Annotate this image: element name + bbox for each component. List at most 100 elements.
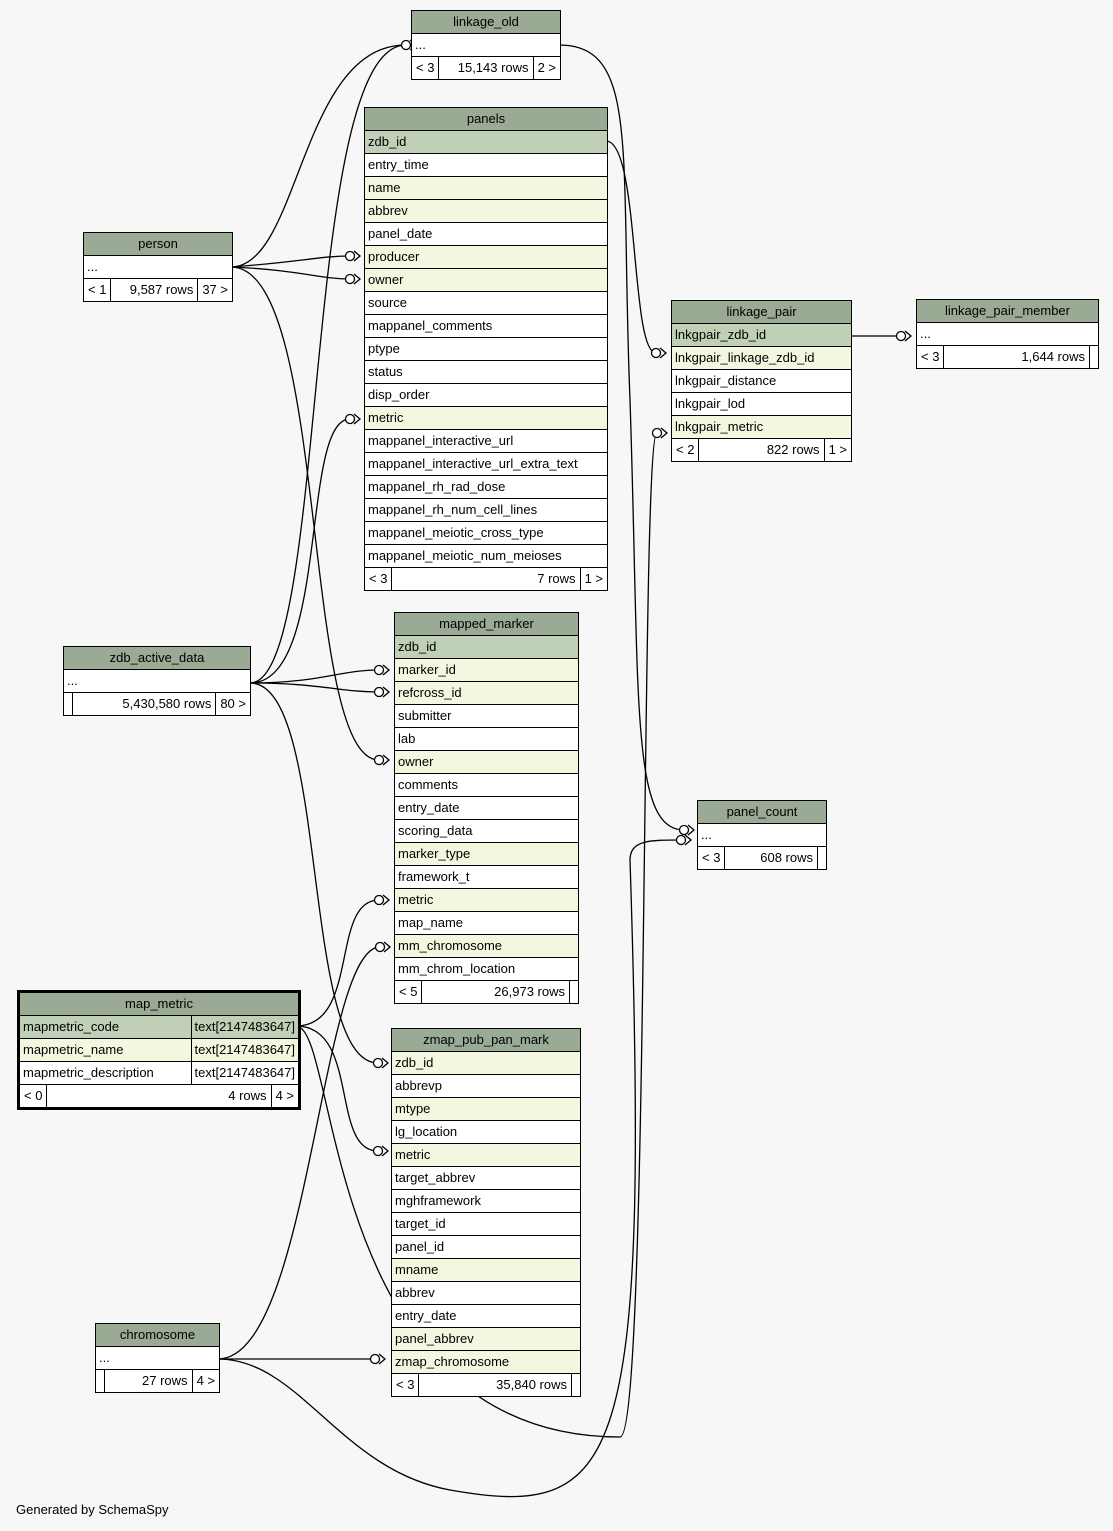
children-count[interactable] [1089, 346, 1098, 368]
crows-foot-icon [383, 941, 392, 953]
column-row: mm_chromosome [395, 935, 578, 958]
row-count[interactable]: 4 rows [46, 1085, 270, 1107]
table-title[interactable]: mapped_marker [395, 613, 578, 636]
relationship-line [249, 682, 380, 693]
children-count[interactable] [817, 847, 826, 869]
row-count[interactable]: 35,840 rows [418, 1374, 571, 1396]
children-count[interactable]: 4 > [191, 1370, 219, 1392]
crows-foot-icon [378, 1353, 387, 1365]
parents-count[interactable] [96, 1370, 104, 1392]
column-row: entry_date [395, 797, 578, 820]
parents-count[interactable]: < 3 [416, 60, 435, 75]
table-title[interactable]: linkage_old [412, 11, 560, 34]
column-row: status [365, 361, 607, 384]
parents-count[interactable]: < 3 [369, 571, 388, 586]
cardinality-zero-icon [369, 1353, 381, 1365]
column-type: text[2147483647] [190, 1039, 298, 1061]
table-title[interactable]: linkage_pair_member [917, 300, 1098, 323]
column-row: mname [392, 1259, 580, 1282]
crows-foot-icon [353, 413, 362, 425]
parents-count[interactable]: < 1 [88, 282, 107, 297]
children-count[interactable]: 1 > [823, 439, 851, 461]
table-title[interactable]: panels [365, 108, 607, 131]
parents-count[interactable]: < 0 [24, 1088, 43, 1103]
row-count[interactable]: 1,644 rows [943, 346, 1089, 368]
column-row: mappanel_meiotic_cross_type [365, 522, 607, 545]
table-title[interactable]: panel_count [698, 801, 826, 824]
row-count[interactable]: 26,973 rows [421, 981, 569, 1003]
parents-count[interactable] [64, 693, 72, 715]
parents-count[interactable]: < 3 [702, 850, 721, 865]
table-title[interactable]: map_metric [20, 993, 298, 1016]
relationship-line [249, 418, 351, 684]
column-row: lnkgpair_linkage_zdb_id [672, 347, 851, 370]
table-title[interactable]: chromosome [96, 1324, 219, 1347]
cardinality-zero-icon [372, 1145, 384, 1157]
parents-count[interactable]: < 3 [396, 1377, 415, 1392]
column-row: abbrevp [392, 1075, 580, 1098]
column-row: mappanel_interactive_url [365, 430, 607, 453]
crows-foot-icon [353, 273, 362, 285]
column-row: lnkgpair_distance [672, 370, 851, 393]
column-row: lg_location [392, 1121, 580, 1144]
column-row: lnkgpair_zdb_id [672, 324, 851, 347]
row-count[interactable]: 608 rows [724, 847, 817, 869]
column-row: abbrev [392, 1282, 580, 1305]
column-name: mapmetric_description [23, 1065, 154, 1080]
column-row: lab [395, 728, 578, 751]
table-title[interactable]: zmap_pub_pan_mark [392, 1029, 580, 1052]
column-name: mapmetric_name [23, 1042, 124, 1057]
row-count[interactable]: 15,143 rows [438, 57, 532, 79]
children-count[interactable]: 1 > [579, 568, 607, 590]
children-count[interactable] [571, 1374, 580, 1396]
children-count[interactable]: 2 > [532, 57, 560, 79]
row-count[interactable]: 822 rows [698, 439, 823, 461]
row-count[interactable]: 9,587 rows [110, 279, 197, 301]
crows-foot-icon [382, 894, 391, 906]
cardinality-zero-icon [374, 941, 386, 953]
row-count[interactable]: 27 rows [104, 1370, 192, 1392]
column-row: metric [365, 407, 607, 430]
row-count[interactable]: 5,430,580 rows [72, 693, 215, 715]
parents-count[interactable]: < 3 [921, 349, 940, 364]
parents-count[interactable]: < 2 [676, 442, 695, 457]
column-row: submitter [395, 705, 578, 728]
table-title[interactable]: person [84, 233, 232, 256]
row-count[interactable]: 7 rows [391, 568, 579, 590]
column-row: marker_id [395, 659, 578, 682]
crows-foot-icon [381, 1057, 390, 1069]
crows-foot-icon [904, 330, 913, 342]
parents-count[interactable]: < 5 [399, 984, 418, 999]
column-row: owner [365, 269, 607, 292]
column-row: mappanel_rh_rad_dose [365, 476, 607, 499]
crows-foot-icon [381, 1145, 390, 1157]
cardinality-zero-icon [372, 1057, 384, 1069]
children-count[interactable]: 80 > [215, 693, 250, 715]
table-title[interactable]: zdb_active_data [64, 647, 250, 670]
column-row: mappanel_rh_num_cell_lines [365, 499, 607, 522]
column-row: metric [395, 889, 578, 912]
children-count[interactable]: 4 > [270, 1085, 298, 1107]
column-row: name [365, 177, 607, 200]
table-title[interactable]: linkage_pair [672, 301, 851, 324]
children-count[interactable] [569, 981, 578, 1003]
column-row: mappanel_interactive_url_extra_text [365, 453, 607, 476]
children-count[interactable]: 37 > [197, 279, 232, 301]
column-row: mappanel_meiotic_num_meioses [365, 545, 607, 568]
crows-foot-icon [684, 834, 693, 846]
column-row: mm_chrom_location [395, 958, 578, 981]
